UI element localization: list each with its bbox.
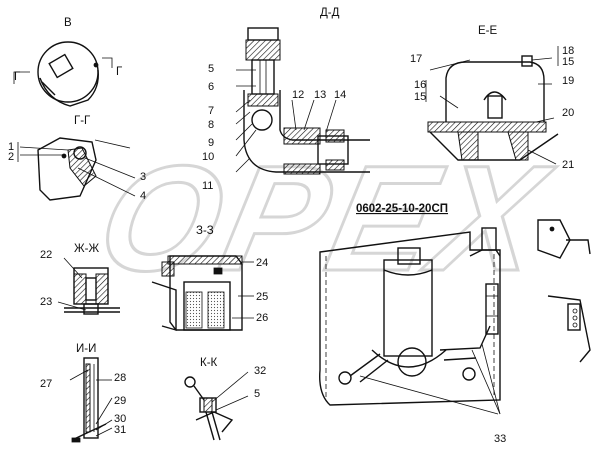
section-title-gg: Г-Г — [74, 115, 91, 127]
callout-21: 21 — [562, 159, 574, 171]
callout-5-top: 5 — [208, 63, 214, 75]
section-dd — [235, 27, 370, 175]
callout-10: 10 — [202, 151, 214, 163]
section-title-g-left: Г — [14, 71, 21, 83]
callout-25: 25 — [256, 291, 268, 303]
callout-6: 6 — [208, 81, 214, 93]
callout-13: 13 — [314, 89, 326, 101]
section-title-zhzh: Ж-Ж — [74, 243, 99, 255]
section-titles: В Г Г Д-Д Е-Е Г-Г Ж-Ж З-З И-И К-К 0602-2… — [14, 7, 498, 369]
callout-22: 22 — [40, 249, 52, 261]
callout-16: 16 — [414, 79, 426, 91]
callout-17: 17 — [410, 53, 422, 65]
section-title-zz: З-З — [196, 225, 214, 237]
section-title-ii: И-И — [76, 343, 96, 355]
callout-1: 1 — [8, 141, 14, 153]
detail-right-bottom — [547, 295, 591, 363]
section-title-g-right: Г — [116, 66, 123, 78]
section-ii — [69, 357, 113, 443]
callout-8: 8 — [208, 119, 214, 131]
callout-23: 23 — [40, 296, 52, 308]
callout-33: 33 — [494, 433, 506, 445]
callout-19: 19 — [562, 75, 574, 87]
view-b — [13, 41, 113, 107]
callout-5-bottom: 5 — [254, 388, 260, 400]
part-callouts: 1 2 3 4 5 6 7 8 9 10 11 12 13 14 17 16 1… — [8, 45, 574, 445]
callout-brackets — [17, 46, 559, 162]
callout-31: 31 — [114, 424, 126, 436]
callout-30: 30 — [114, 413, 126, 425]
section-kk — [184, 371, 249, 441]
main-assembly — [319, 227, 501, 415]
callout-11: 11 — [202, 180, 213, 192]
callout-29: 29 — [114, 395, 126, 407]
callout-18: 18 — [562, 45, 574, 57]
callout-9: 9 — [208, 137, 214, 149]
callout-24: 24 — [256, 257, 268, 269]
drawing-code: 0602-25-10-20СП — [356, 203, 448, 215]
callout-14: 14 — [334, 89, 346, 101]
detail-right-top — [537, 219, 591, 259]
section-zhzh — [57, 257, 120, 315]
section-ee — [427, 55, 559, 165]
callout-15-left: 15 — [414, 91, 426, 103]
callout-20: 20 — [562, 107, 574, 119]
callout-12: 12 — [292, 89, 304, 101]
section-title-ee: Е-Е — [478, 25, 498, 37]
section-gg — [19, 137, 136, 201]
section-title-kk: К-К — [200, 357, 218, 369]
callout-32: 32 — [254, 365, 266, 377]
callout-4: 4 — [140, 190, 146, 202]
callout-15-right: 15 — [562, 56, 574, 68]
callout-3: 3 — [140, 171, 146, 183]
callout-28: 28 — [114, 372, 126, 384]
callout-2: 2 — [8, 151, 14, 163]
callout-26: 26 — [256, 312, 268, 324]
callout-7: 7 — [208, 105, 214, 117]
section-zz — [151, 255, 254, 331]
section-title-dd: Д-Д — [320, 7, 340, 19]
callout-27: 27 — [40, 378, 52, 390]
section-title-b: В — [64, 17, 72, 29]
